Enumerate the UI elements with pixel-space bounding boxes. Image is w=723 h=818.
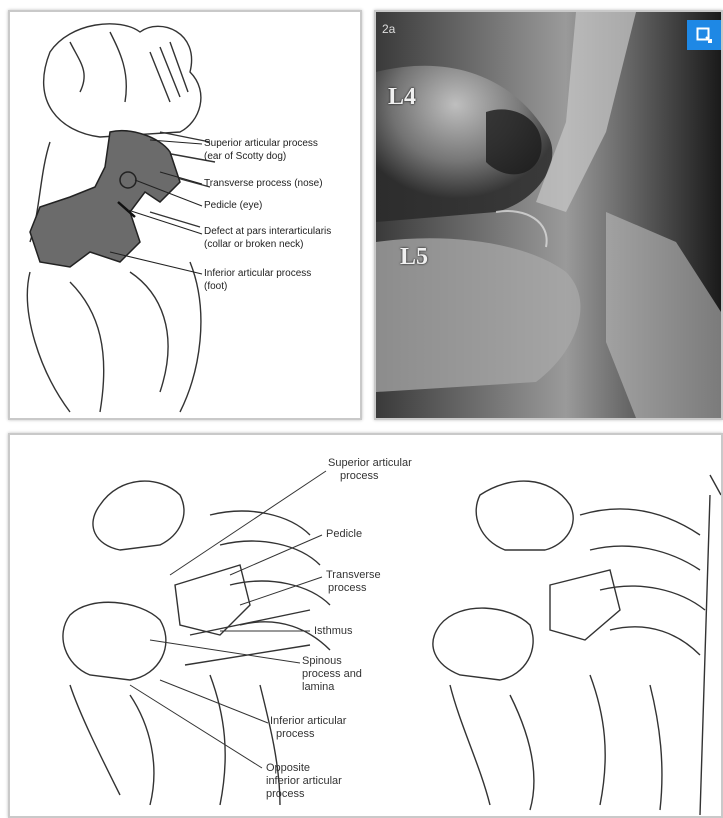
label-spinous-process-and: process and: [302, 668, 362, 680]
label-pedicle: Pedicle: [326, 528, 362, 540]
label-opposite: Opposite: [266, 762, 310, 774]
label-inferior-articular: Inferior articular: [270, 715, 346, 727]
figure-number: 2a: [382, 22, 395, 36]
label-inferior-articular-process-line2: process: [276, 728, 315, 740]
vertebrae-illustrations: [10, 435, 721, 816]
expand-icon: [696, 27, 712, 43]
label-superior-articular-process: Superior articular process: [204, 138, 318, 150]
label-pedicle: Pedicle (eye): [204, 200, 262, 212]
expand-button[interactable]: [687, 20, 721, 50]
label-pars-defect: Defect at pars interarticularis: [204, 226, 331, 238]
label-lamina: lamina: [302, 681, 334, 693]
scotty-dog-illustration: [10, 12, 360, 418]
label-collar-broken-neck: (collar or broken neck): [204, 239, 303, 251]
label-superior-articular: Superior articular: [328, 457, 412, 469]
label-opposite-process: process: [266, 788, 305, 800]
label-l4: L4: [388, 84, 416, 111]
label-transverse-process-line2: process: [328, 582, 367, 594]
xray-panel: 2a L4 L5: [374, 10, 723, 420]
scotty-dog-diagram-panel: Superior articular process (ear of Scott…: [8, 10, 362, 420]
isthmus-illustration-panel: Superior articular process Pedicle Trans…: [8, 433, 723, 818]
scotty-dog-shape: [30, 131, 180, 267]
label-isthmus: Isthmus: [314, 625, 353, 637]
label-transverse-process: Transverse process (nose): [204, 178, 323, 190]
label-spinous: Spinous: [302, 655, 342, 667]
label-ear-of-scotty-dog: (ear of Scotty dog): [204, 151, 286, 163]
label-opposite-inferior-articular: inferior articular: [266, 775, 342, 787]
lumbar-xray-image: [376, 12, 721, 418]
label-transverse: Transverse: [326, 569, 381, 581]
label-l5: L5: [400, 244, 428, 271]
label-superior-articular-process-line2: process: [340, 470, 379, 482]
label-foot: (foot): [204, 281, 227, 293]
label-inferior-articular-process: Inferior articular process: [204, 268, 311, 280]
